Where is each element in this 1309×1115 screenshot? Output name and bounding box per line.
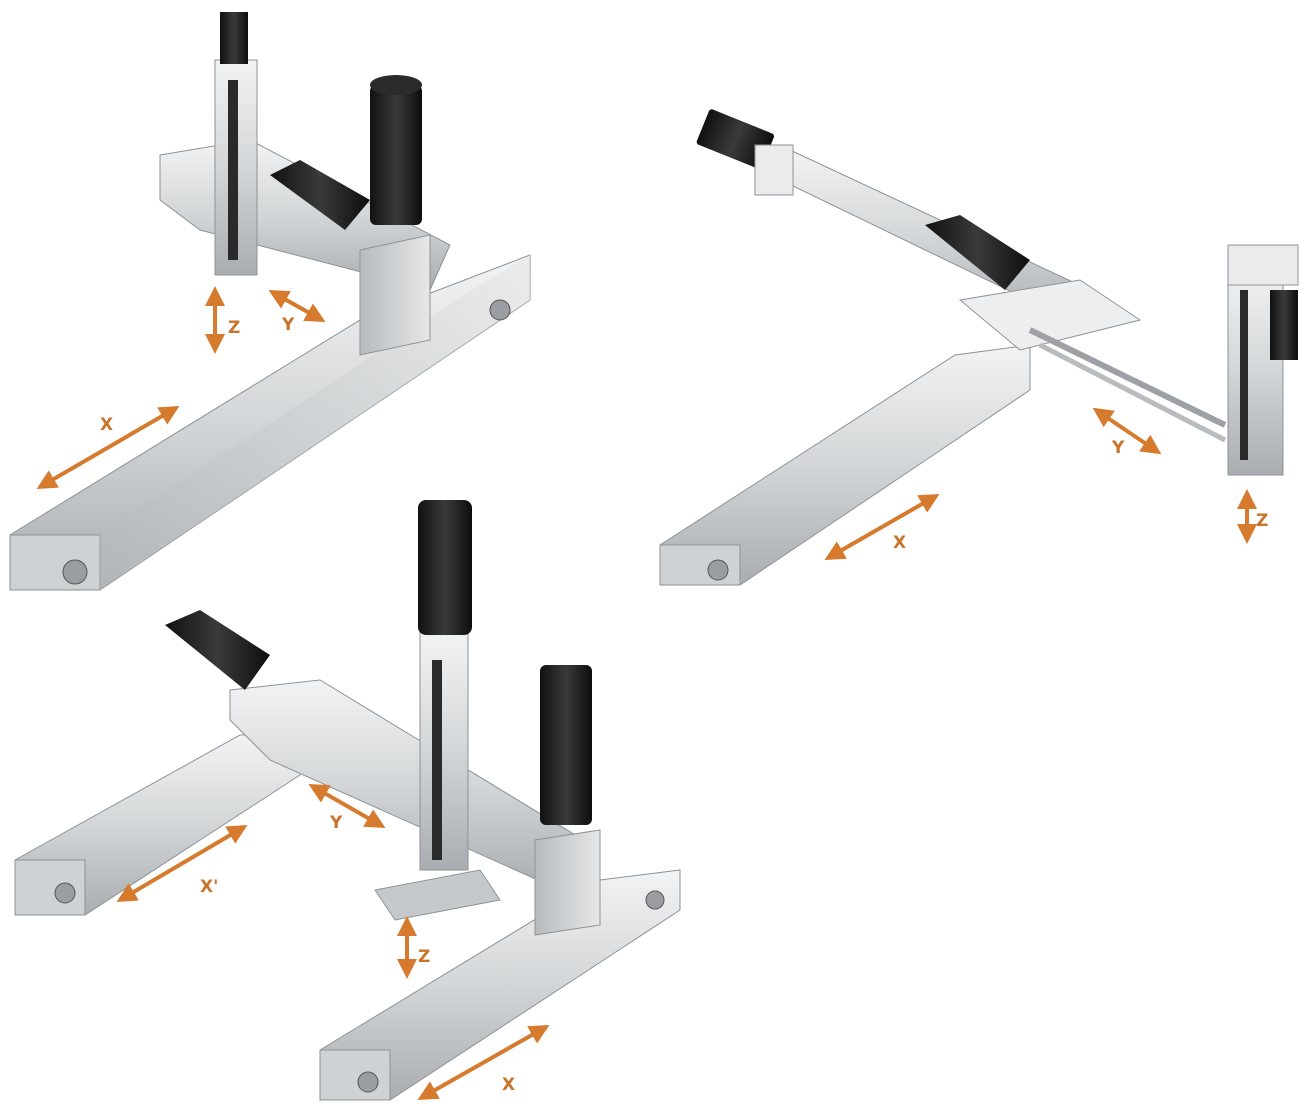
axis-label-z: Z — [418, 947, 430, 967]
gantry-bottom: Y X' Z X — [14, 500, 681, 1101]
y-axis-arrow — [268, 290, 326, 322]
end-cap-bearing — [357, 1071, 379, 1093]
x-axis-arrow — [36, 405, 180, 490]
z-column — [419, 629, 469, 871]
axis-label-y: Y — [281, 315, 295, 335]
end-cap-bearing — [645, 890, 665, 910]
gantry-right: Y X Z — [659, 109, 1299, 586]
y-axis-arrow — [308, 784, 386, 828]
x-axis-arrow — [417, 1025, 550, 1100]
carriage — [958, 279, 1142, 351]
motor — [418, 500, 472, 635]
gantry-top-left: Z Y X — [9, 12, 531, 591]
motor — [165, 610, 270, 690]
motor — [220, 12, 248, 64]
motor — [1270, 290, 1298, 360]
x-prime-axis-arrow — [116, 824, 248, 903]
motor — [370, 85, 422, 225]
end-cap-bearing — [54, 882, 76, 904]
end-cap-bearing — [707, 559, 729, 581]
carriage — [359, 234, 431, 356]
axis-label-x: X — [502, 1075, 515, 1095]
axis-label-y: Y — [1111, 438, 1125, 458]
axis-label-x: X — [893, 533, 906, 553]
axis-label-z: Z — [228, 318, 240, 338]
axis-label-x-prime: X' — [200, 877, 218, 897]
axis-label-z: Z — [1256, 511, 1268, 531]
motor — [540, 665, 592, 825]
axis-label-x: X — [100, 415, 113, 435]
motor — [270, 160, 370, 230]
x-axis-arrow — [824, 494, 940, 560]
axis-label-y: Y — [329, 813, 343, 833]
carriage — [534, 829, 601, 936]
y-axis-arrow — [1092, 407, 1162, 455]
end-cap-bearing — [62, 559, 88, 585]
motor — [925, 215, 1030, 290]
end-cap-bearing — [489, 299, 511, 321]
